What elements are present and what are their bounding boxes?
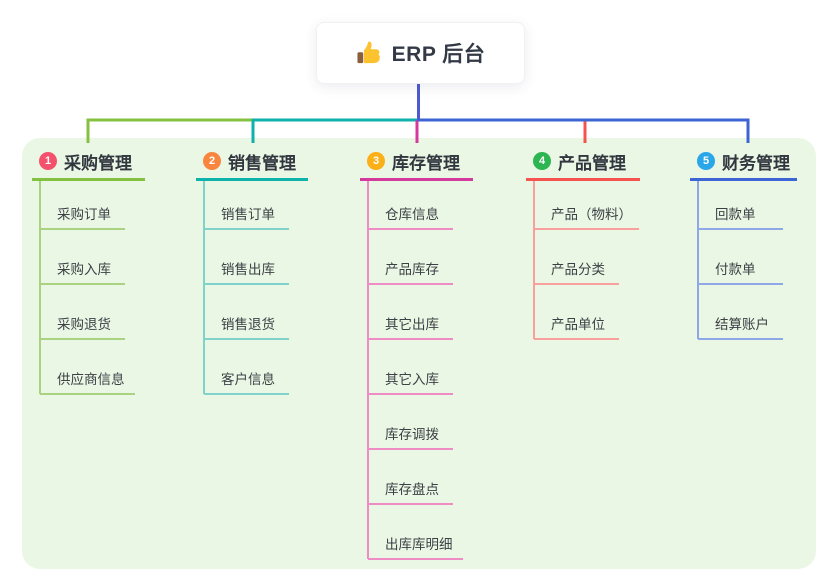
branch-2-item-4[interactable]: 客户信息 [221, 372, 275, 387]
root-node[interactable]: ERP 后台 [316, 22, 525, 84]
branch-title: 库存管理 [392, 153, 460, 173]
branch-5-item-3[interactable]: 结算账户 [715, 317, 769, 332]
branch-3-item-7[interactable]: 出库库明细 [385, 537, 453, 552]
branch-3-item-2[interactable]: 产品库存 [385, 262, 439, 277]
branch-4-item-2[interactable]: 产品分类 [551, 262, 605, 277]
branch-node-2[interactable]: 2 销售管理 [203, 149, 296, 173]
branch-4-item-3[interactable]: 产品单位 [551, 317, 605, 332]
branch-3-item-6[interactable]: 库存盘点 [385, 482, 439, 497]
branch-3-item-5[interactable]: 库存调拨 [385, 427, 439, 442]
branch-1-item-3[interactable]: 采购退货 [57, 317, 111, 332]
branch-1-item-2[interactable]: 采购入库 [57, 262, 111, 277]
thumbs-up-icon [357, 41, 380, 64]
branch-3-item-3[interactable]: 其它出库 [385, 317, 439, 332]
branch-3-item-4[interactable]: 其它入库 [385, 372, 439, 387]
branch-1-item-4[interactable]: 供应商信息 [57, 372, 125, 387]
branch-5-item-1[interactable]: 回款单 [715, 207, 756, 222]
branch-3-item-1[interactable]: 仓库信息 [385, 207, 439, 222]
branch-index-badge: 4 [533, 152, 551, 170]
branch-title: 采购管理 [64, 153, 132, 173]
branch-title: 产品管理 [558, 153, 626, 173]
branch-4-item-1[interactable]: 产品（物料） [551, 207, 632, 222]
branch-title: 财务管理 [722, 153, 790, 173]
branch-2-item-1[interactable]: 销售订单 [221, 207, 275, 222]
branch-index-badge: 1 [39, 152, 57, 170]
branch-2-item-3[interactable]: 销售退货 [221, 317, 275, 332]
branch-index-badge: 5 [697, 152, 715, 170]
branch-node-3[interactable]: 3 库存管理 [367, 149, 460, 173]
branch-5-item-2[interactable]: 付款单 [715, 262, 756, 277]
branch-2-item-2[interactable]: 销售出库 [221, 262, 275, 277]
root-node-title: ERP 后台 [391, 43, 486, 66]
branch-node-1[interactable]: 1 采购管理 [39, 149, 132, 173]
branch-node-5[interactable]: 5 财务管理 [697, 149, 790, 173]
branch-title: 销售管理 [228, 153, 296, 173]
branch-index-badge: 3 [367, 152, 385, 170]
branch-node-4[interactable]: 4 产品管理 [533, 149, 626, 173]
branch-index-badge: 2 [203, 152, 221, 170]
branch-1-item-1[interactable]: 采购订单 [57, 207, 111, 222]
branches-background-panel [22, 138, 816, 569]
